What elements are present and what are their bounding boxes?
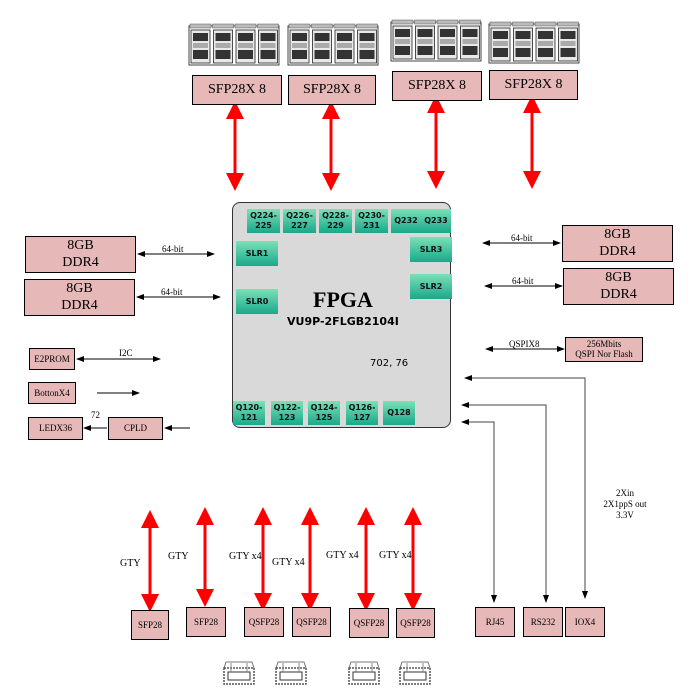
left-ddr-bus-label-2: 64-bit: [161, 287, 183, 297]
iox4-box: IOX4: [565, 607, 605, 637]
led-box: LEDX36: [28, 417, 83, 440]
qspi-flash: 256Mbits QSPI Nor Flash: [565, 337, 643, 362]
ddr-size: 8GB: [66, 281, 93, 297]
io-note-line: 3.3V: [616, 509, 634, 520]
flash-type: QSPI Nor Flash: [575, 348, 633, 359]
led-bus-label: 72: [91, 410, 100, 420]
slr0-block: SLR0: [236, 289, 278, 314]
iox4-line: [464, 375, 588, 599]
bottom-port-box-6: QSFP28: [396, 608, 435, 638]
rj45-line: [461, 419, 497, 603]
bottom-port-label: QSFP28: [353, 617, 385, 628]
coordinate-readout: 702, 76: [370, 358, 409, 369]
left-ddr4-2: 8GB DDR4: [24, 279, 135, 316]
quad-q122: Q122-123: [271, 401, 303, 425]
qsfp-connector-icon: [399, 661, 431, 685]
quad-q233: Q233: [421, 209, 451, 233]
io-note-line: 2Xin: [616, 488, 634, 498]
slr2-block: SLR2: [410, 274, 452, 299]
io-note: 2Xin 2X1ppS out 3.3V: [597, 488, 653, 520]
quad-q230: Q230-231: [355, 209, 388, 233]
i2c-label: I2C: [119, 348, 133, 358]
bottom-link-label-3: GTY x4: [229, 551, 262, 562]
ddr-size: 8GB: [67, 238, 94, 254]
sfp-cage-icon: [287, 23, 379, 66]
right-ddr4-1: 8GB DDR4: [562, 225, 673, 262]
quad-q232: Q232: [391, 209, 421, 233]
bottom-port-box-4: QSFP28: [292, 607, 331, 637]
ddr-type: DDR4: [62, 254, 99, 270]
top-port-box-2: SFP28X 8: [288, 75, 376, 105]
sfp-cage-icon: [188, 23, 280, 66]
bottom-link-label-6: GTY x4: [379, 550, 412, 561]
button-label: BottonX4: [34, 387, 70, 398]
rs232-box: RS232: [523, 607, 563, 637]
top-port-box-4: SFP28X 8: [489, 70, 578, 100]
top-port-box-3: SFP28X 8: [392, 71, 482, 101]
fpga-part-number: VU9P-2FLGB2104I: [287, 315, 399, 328]
e2prom-label: E2PROM: [34, 353, 70, 364]
rj45-box: RJ45: [475, 607, 515, 637]
quad-q120: Q120-121: [233, 401, 265, 425]
bottom-link-label-5: GTY x4: [326, 550, 359, 561]
right-ddr-bus-label-1: 64-bit: [511, 233, 533, 243]
qspi-bus-label: QSPIX8: [509, 339, 540, 349]
qsfp-connector-icon: [275, 661, 307, 685]
flash-size: 256Mbits: [586, 338, 622, 349]
bottom-link-label-2: GTY: [168, 551, 189, 562]
quad-q128: Q128: [383, 401, 415, 425]
left-ddr-bus-label-1: 64-bit: [162, 244, 184, 254]
top-port-box-1: SFP28X 8: [192, 75, 282, 105]
rj45-label: RJ45: [485, 616, 505, 627]
cpld-box: CPLD: [108, 417, 163, 440]
left-ddr4-1: 8GB DDR4: [25, 236, 136, 273]
bottom-port-label: QSFP28: [248, 616, 280, 627]
quad-q226: Q226-227: [283, 209, 316, 233]
bottom-port-label: QSFP28: [296, 616, 327, 627]
sfp-cage-icon: [390, 19, 482, 62]
top-port-label: SFP28X 8: [408, 77, 466, 93]
ddr-type: DDR4: [599, 243, 636, 259]
iox4-label: IOX4: [574, 616, 596, 627]
quad-q228: Q228-229: [319, 209, 352, 233]
bottom-port-label: QSFP28: [400, 617, 431, 628]
bottom-port-box-2: SFP28: [186, 607, 226, 637]
slr1-block: SLR1: [236, 241, 278, 266]
e2prom-box: E2PROM: [29, 348, 75, 370]
top-port-label: SFP28X 8: [303, 81, 361, 97]
rs232-line: [461, 402, 549, 603]
slr3-block: SLR3: [410, 237, 452, 262]
right-ddr4-2: 8GB DDR4: [563, 268, 674, 305]
bottom-port-box-1: SFP28: [131, 610, 169, 640]
quad-q224: Q224-225: [247, 209, 280, 233]
fpga-chip: Q224-225 Q226-227 Q228-229 Q230-231 Q232…: [232, 202, 452, 428]
cpld-label: CPLD: [123, 423, 147, 434]
qsfp-connector-icon: [348, 661, 380, 685]
top-port-label: SFP28X 8: [504, 76, 563, 92]
led-label: LEDX36: [39, 423, 72, 434]
bottom-link-label-4: GTY x4: [272, 557, 305, 568]
ddr-type: DDR4: [61, 297, 98, 313]
bottom-port-label: SFP28: [137, 619, 163, 630]
quad-q126: Q126-127: [346, 401, 378, 425]
quad-q124: Q124-125: [308, 401, 340, 425]
right-ddr-bus-label-2: 64-bit: [512, 276, 534, 286]
ddr-type: DDR4: [600, 286, 637, 302]
ddr-size: 8GB: [604, 227, 631, 243]
io-note-line: 2X1ppS out: [603, 498, 647, 509]
fpga-title: FPGA: [313, 287, 373, 312]
bottom-port-box-5: QSFP28: [349, 608, 389, 638]
qsfp-connector-icon: [223, 661, 255, 685]
ddr-size: 8GB: [605, 270, 632, 286]
bottom-link-label-1: GTY: [120, 558, 141, 569]
rs232-label: RS232: [530, 616, 556, 627]
top-port-label: SFP28X 8: [208, 81, 266, 97]
button-box: BottonX4: [28, 382, 76, 404]
bottom-port-label: SFP28: [193, 616, 219, 627]
sfp-cage-icon: [488, 21, 580, 64]
bottom-port-box-3: QSFP28: [244, 607, 284, 637]
